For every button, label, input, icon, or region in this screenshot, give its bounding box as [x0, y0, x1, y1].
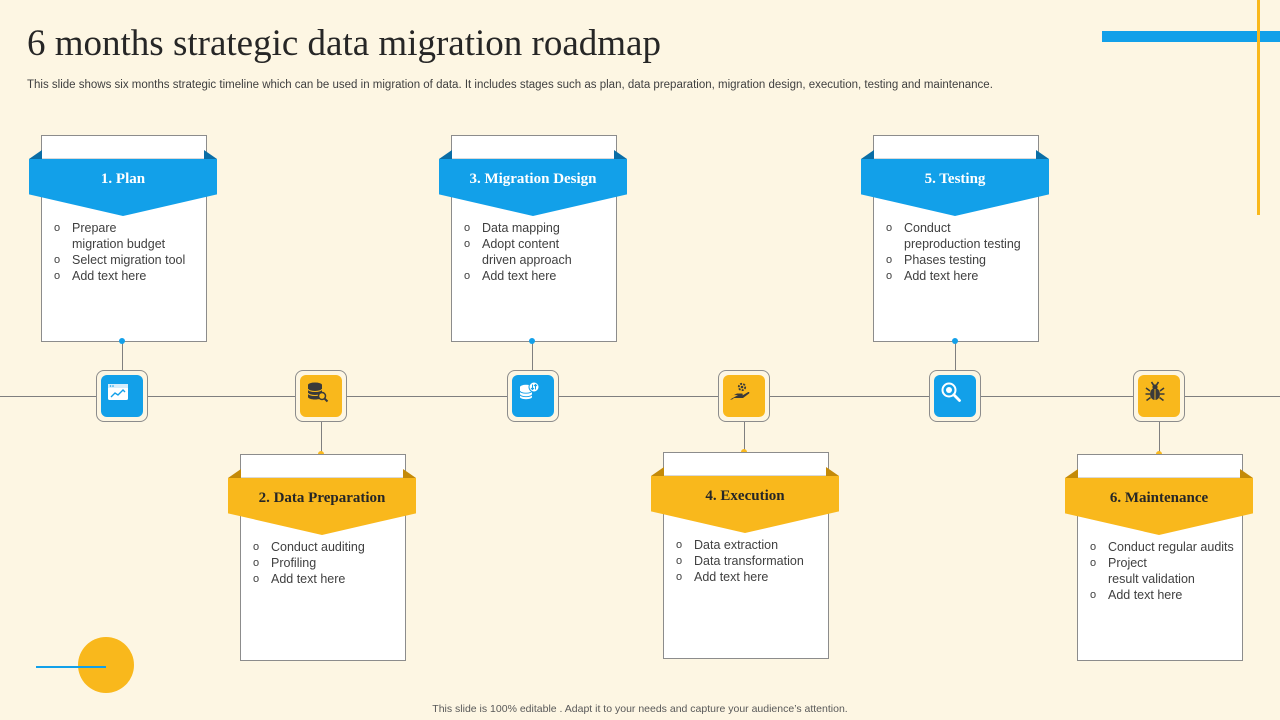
stage-bullets: Conduct preproduction testing Phases tes… — [886, 220, 1021, 284]
connector-line — [744, 422, 745, 453]
timeline-line — [0, 396, 1280, 397]
bullet-item: Add text here — [1090, 587, 1234, 603]
bullet-item: Project — [1090, 555, 1234, 571]
bullet-item: Data extraction — [676, 537, 804, 553]
stage-bullets: Data extraction Data transformation Add … — [676, 537, 804, 585]
card-tab — [874, 136, 1038, 159]
bullet-item: Select migration tool — [54, 252, 185, 268]
database-transfer-icon — [519, 381, 540, 400]
connector-line — [122, 341, 123, 371]
bullet-item: Add text here — [464, 268, 572, 284]
bullet-item: Adopt content — [464, 236, 572, 252]
stage-banner: 3. Migration Design — [439, 150, 627, 216]
stage-card-plan: 1. Plan Prepare migration budget Select … — [29, 135, 217, 342]
bullet-item: Add text here — [54, 268, 185, 284]
bullet-item: Data mapping — [464, 220, 572, 236]
stage-bullets: Prepare migration budget Select migratio… — [54, 220, 185, 284]
connector-dot — [952, 338, 958, 344]
stage-card-migration-design: 3. Migration Design Data mapping Adopt c… — [439, 135, 627, 342]
stage-bullets: Data mapping Adopt content driven approa… — [464, 220, 572, 284]
stage-banner: 4. Execution — [651, 467, 839, 533]
bullet-item: Add text here — [886, 268, 1021, 284]
stage-banner: 1. Plan — [29, 150, 217, 216]
connector-dot — [119, 338, 125, 344]
stage-label: 5. Testing — [924, 171, 986, 187]
stage-card-data-preparation: 2. Data Preparation Conduct auditing Pro… — [228, 454, 416, 661]
decorative-yellow-circle — [78, 637, 134, 693]
bullet-item: migration budget — [72, 237, 166, 251]
stage-label: 6. Maintenance — [1109, 490, 1209, 506]
footer-note: This slide is 100% editable . Adapt it t… — [432, 703, 848, 715]
page-subtitle: This slide shows six months strategic ti… — [27, 79, 993, 91]
stage-icon-plan — [96, 370, 148, 422]
bullet-item: result validation — [1108, 572, 1195, 586]
stage-label: 3. Migration Design — [469, 171, 597, 187]
stage-card-execution: 4. Execution Data extraction Data transf… — [651, 452, 839, 659]
bullet-item: Conduct — [886, 220, 1021, 236]
stage-label: 4. Execution — [705, 488, 785, 504]
bullet-item: Add text here — [676, 569, 804, 585]
card-tab — [42, 136, 206, 159]
stage-banner: 5. Testing — [861, 150, 1049, 216]
card-tab — [452, 136, 616, 159]
bullet-item: Data transformation — [676, 553, 804, 569]
stage-card-maintenance: 6. Maintenance Conduct regular audits Pr… — [1065, 454, 1253, 661]
card-tab — [241, 455, 405, 478]
connector-line — [1159, 422, 1160, 455]
stage-label: 2. Data Preparation — [258, 490, 386, 506]
stage-banner: 2. Data Preparation — [228, 469, 416, 535]
bullet-item: Profiling — [253, 555, 365, 571]
connector-line — [321, 422, 322, 455]
decorative-yellow-line — [1257, 0, 1260, 215]
stage-icon-data-preparation — [295, 370, 347, 422]
bullet-item: preproduction testing — [904, 237, 1021, 251]
bullet-item: Add text here — [253, 571, 365, 587]
stage-bullets: Conduct regular audits Project result va… — [1090, 539, 1234, 603]
card-tab — [664, 453, 828, 476]
bullet-item: Prepare — [54, 220, 185, 236]
connector-line — [532, 341, 533, 371]
stage-bullets: Conduct auditing Profiling Add text here — [253, 539, 365, 587]
page-title: 6 months strategic data migration roadma… — [27, 23, 661, 64]
stage-icon-testing — [929, 370, 981, 422]
bullet-item: Phases testing — [886, 252, 1021, 268]
magnifier-icon — [941, 382, 961, 402]
bullet-item: Conduct regular audits — [1090, 539, 1234, 555]
hand-gear-icon — [730, 382, 750, 400]
stage-card-testing: 5. Testing Conduct preproduction testing… — [861, 135, 1049, 342]
decorative-blue-line — [36, 666, 106, 668]
bullet-item: Conduct auditing — [253, 539, 365, 555]
stage-banner: 6. Maintenance — [1065, 469, 1253, 535]
bug-icon — [1145, 381, 1165, 402]
bullet-item: driven approach — [482, 253, 572, 267]
stage-icon-maintenance — [1133, 370, 1185, 422]
connector-dot — [529, 338, 535, 344]
card-tab — [1078, 455, 1242, 478]
stage-icon-migration-design — [507, 370, 559, 422]
decorative-blue-bar — [1102, 31, 1280, 42]
connector-line — [955, 341, 956, 371]
database-search-icon — [307, 382, 329, 403]
stage-label: 1. Plan — [100, 171, 146, 187]
web-browser-chart-icon — [108, 384, 128, 400]
stage-icon-execution — [718, 370, 770, 422]
